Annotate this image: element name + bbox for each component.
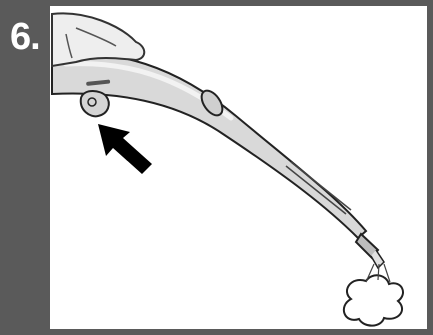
- trigger-button: [79, 90, 110, 118]
- step-number: 6.: [10, 16, 41, 58]
- steam-wand-illustration: [51, 12, 404, 327]
- step-sidebar: [6, 6, 50, 329]
- wand-collar: [200, 89, 224, 117]
- steam-cloud-icon: [342, 274, 404, 327]
- arrow-icon: [98, 124, 152, 174]
- hand: [51, 12, 146, 68]
- steam-wand: [51, 51, 368, 240]
